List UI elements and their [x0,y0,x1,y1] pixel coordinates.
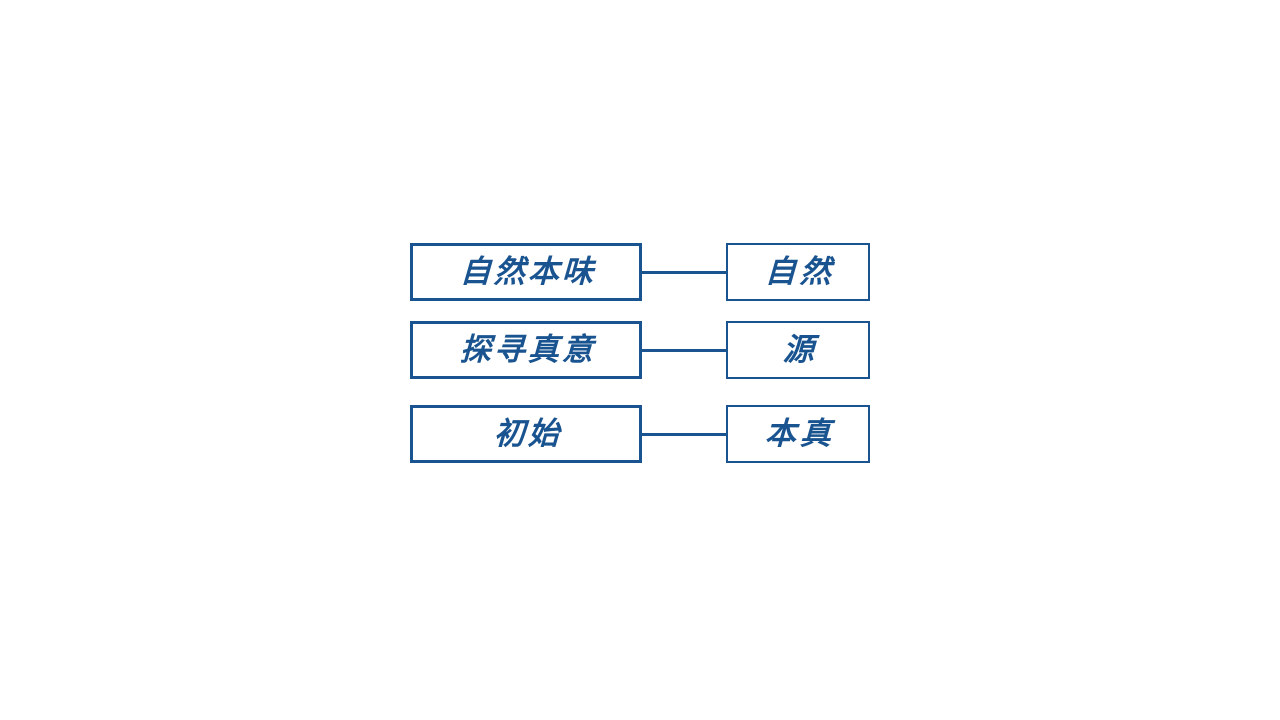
connector-line [641,348,727,352]
diagram-row: 初始 本真 [410,405,870,463]
right-node-label: 自然 [764,253,836,290]
left-node-box[interactable]: 探寻真意 [410,321,642,379]
left-node-label: 探寻真意 [458,331,597,368]
left-node-box[interactable]: 自然本味 [410,243,642,301]
paired-box-diagram: 自然本味 自然 探寻真意 源 初始 本真 [410,243,870,475]
diagram-row: 探寻真意 源 [410,321,870,379]
right-node-label: 源 [781,331,819,368]
right-node-label: 本真 [764,415,836,452]
connector-line [641,270,727,274]
right-node-box[interactable]: 源 [726,321,870,379]
diagram-row: 自然本味 自然 [410,243,870,301]
left-node-label: 初始 [492,415,563,452]
connector-line [641,432,727,436]
right-node-box[interactable]: 本真 [726,405,870,463]
left-node-label: 自然本味 [458,253,597,290]
right-node-box[interactable]: 自然 [726,243,870,301]
left-node-box[interactable]: 初始 [410,405,642,463]
